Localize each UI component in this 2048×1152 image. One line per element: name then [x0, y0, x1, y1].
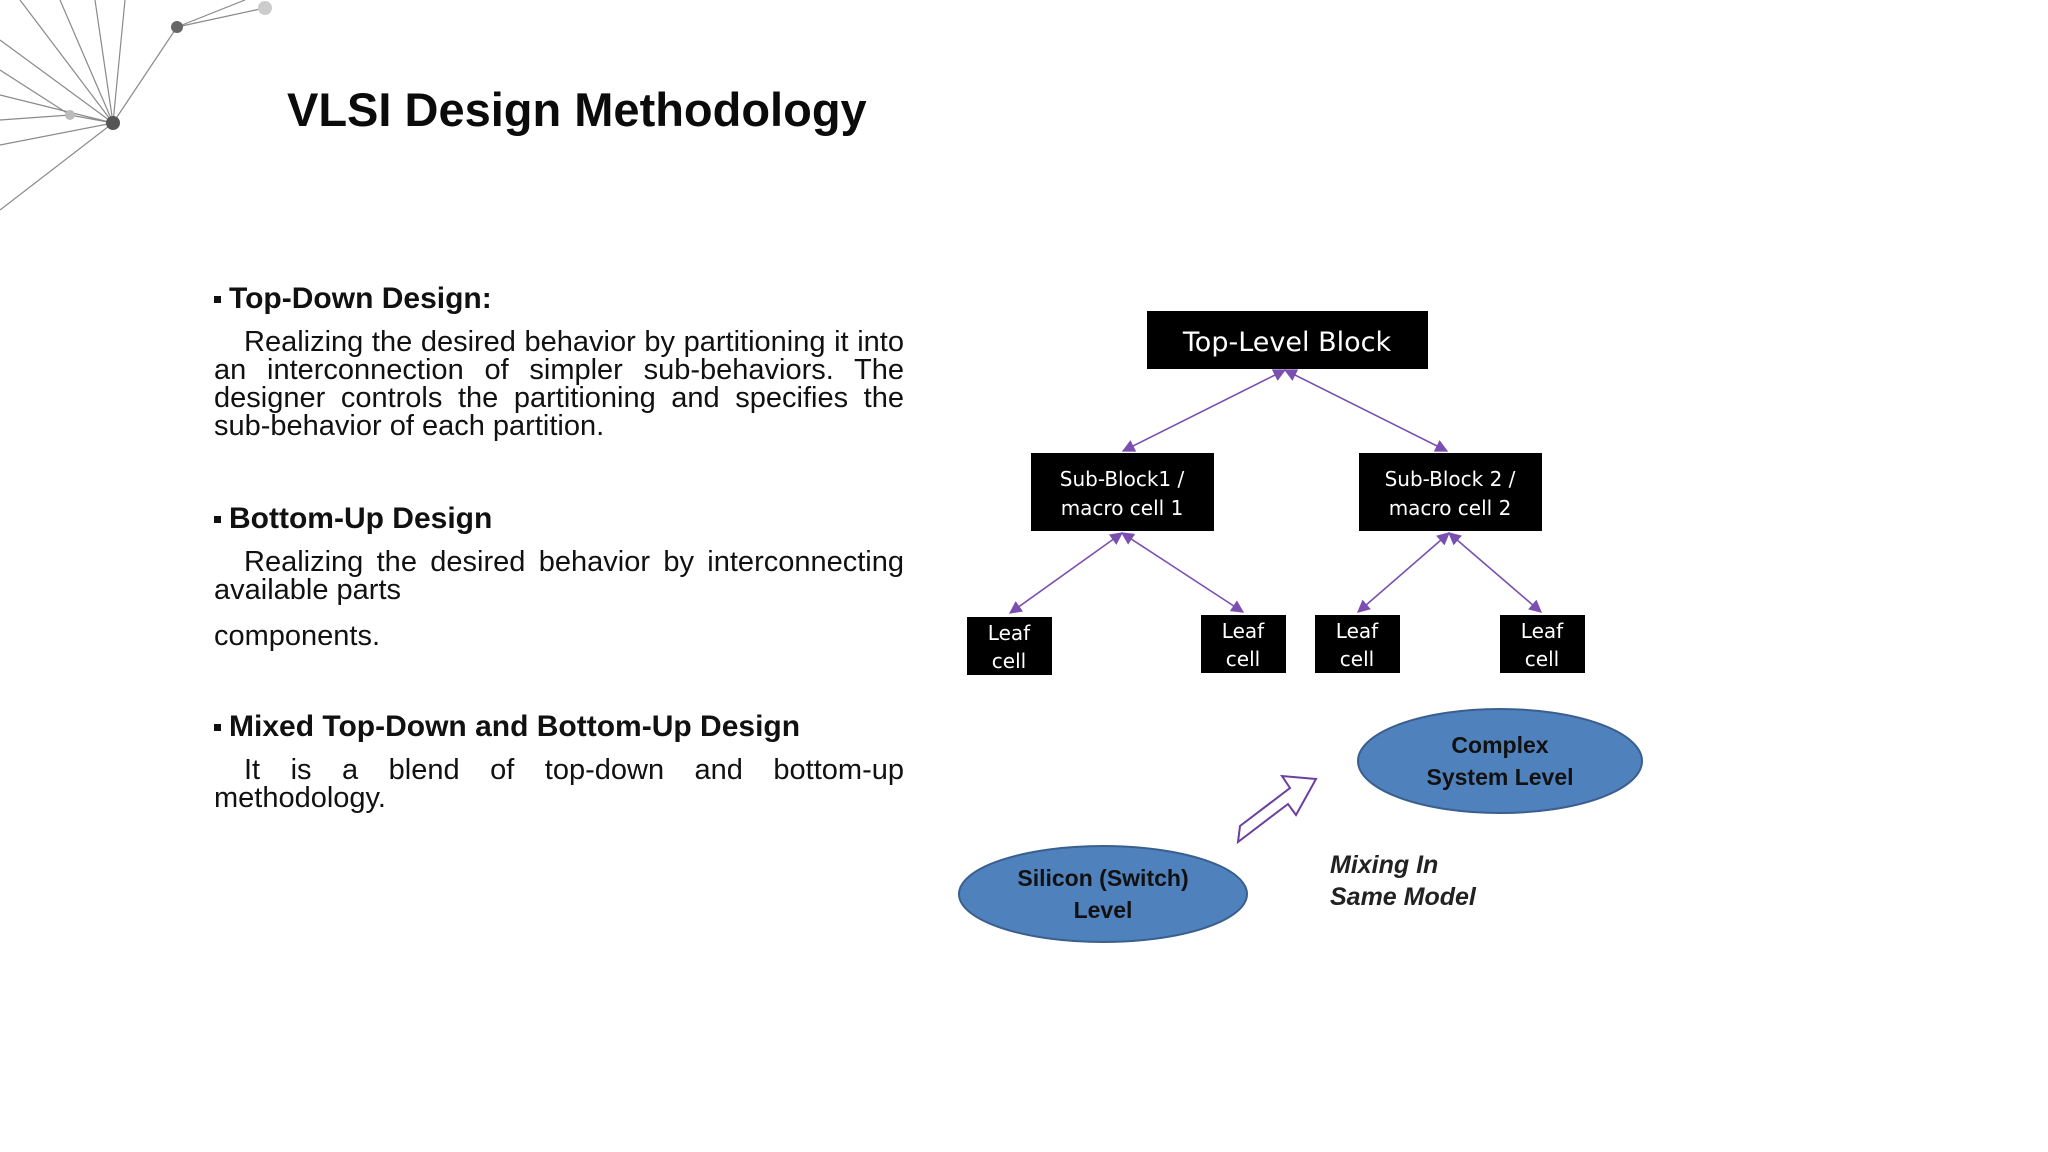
top-level-block-label: Top-Level Block: [1182, 327, 1392, 358]
sub-block-2-line-1: Sub-Block 2 /: [1385, 467, 1516, 491]
leaf-cell: Leaf cell: [1201, 615, 1286, 673]
leaf-cell-line-2: cell: [992, 649, 1026, 673]
complex-ellipse-line-1: Complex: [1451, 732, 1548, 758]
complex-system-ellipse: Complex System Level: [1357, 708, 1643, 814]
leaf-cell-line-1: Leaf: [988, 621, 1031, 645]
connector-line: [1121, 369, 1287, 452]
section-heading-text: Mixed Top-Down and Bottom-Up Design: [229, 710, 801, 743]
connector-line: [1357, 532, 1450, 613]
connector-line: [1120, 532, 1245, 613]
leaf-cell-line-2: cell: [1340, 647, 1374, 671]
mixing-label-line-1: Mixing In: [1330, 851, 1438, 879]
sub-block-2: Sub-Block 2 / macro cell 2: [1359, 453, 1542, 531]
connector-line: [1008, 532, 1124, 614]
section-top-down: Top-Down Design: Realizing the desired b…: [214, 282, 904, 442]
silicon-ellipse-line-2: Level: [1074, 897, 1133, 923]
connector-line: [1448, 532, 1542, 613]
leaf-cell-line-2: cell: [1226, 647, 1260, 671]
section-body-text: Realizing the desired behavior by partit…: [214, 326, 904, 442]
section-body: Realizing the desired behavior by partit…: [214, 326, 904, 442]
sub-block-1: Sub-Block1 / macro cell 1: [1031, 453, 1214, 531]
leaf-cell: Leaf cell: [967, 617, 1052, 675]
sub-block-2-line-2: macro cell 2: [1389, 496, 1512, 520]
leaf-cell-line-2: cell: [1525, 647, 1559, 671]
section-body-extra: components.: [214, 620, 381, 652]
section-bottom-up: Bottom-Up Design Realizing the desired b…: [214, 502, 904, 652]
complex-ellipse-line-2: System Level: [1426, 764, 1573, 790]
sub-block-1-line-1: Sub-Block1 /: [1060, 467, 1185, 491]
connectors: [1008, 369, 1542, 614]
mixing-label-line-2: Same Model: [1330, 883, 1477, 911]
leaf-cell-line-1: Leaf: [1222, 619, 1265, 643]
section-heading-text: Top-Down Design:: [229, 282, 492, 315]
bullet-icon: [214, 515, 221, 523]
top-level-block: Top-Level Block: [1147, 311, 1428, 369]
leaf-cell-line-1: Leaf: [1521, 619, 1564, 643]
leaf-cell-line-1: Leaf: [1336, 619, 1379, 643]
section-body-text: It is a blend of top-down and bottom-up …: [214, 754, 904, 814]
silicon-level-ellipse: Silicon (Switch) Level: [958, 845, 1248, 943]
page-title: VLSI Design Methodology: [287, 83, 867, 136]
bullet-icon: [214, 723, 221, 731]
section-body: Realizing the desired behavior by interc…: [214, 546, 904, 606]
section-body-text: Realizing the desired behavior by interc…: [214, 546, 904, 606]
mixing-arrow-icon: [1236, 774, 1318, 845]
leaf-cell: Leaf cell: [1315, 615, 1400, 673]
section-heading: Mixed Top-Down and Bottom-Up Design: [214, 710, 904, 744]
section-heading: Bottom-Up Design: [214, 502, 904, 536]
silicon-ellipse-line-1: Silicon (Switch): [1017, 865, 1188, 891]
section-mixed: Mixed Top-Down and Bottom-Up Design It i…: [214, 710, 904, 814]
section-heading-text: Bottom-Up Design: [229, 502, 493, 535]
bullet-icon: [214, 295, 221, 303]
section-body: It is a blend of top-down and bottom-up …: [214, 754, 904, 814]
section-heading: Top-Down Design:: [214, 282, 904, 316]
connector-line: [1283, 369, 1449, 452]
leaf-cell: Leaf cell: [1500, 615, 1585, 673]
network-decoration-icon: [0, 0, 272, 211]
sub-block-1-line-2: macro cell 1: [1061, 496, 1184, 520]
